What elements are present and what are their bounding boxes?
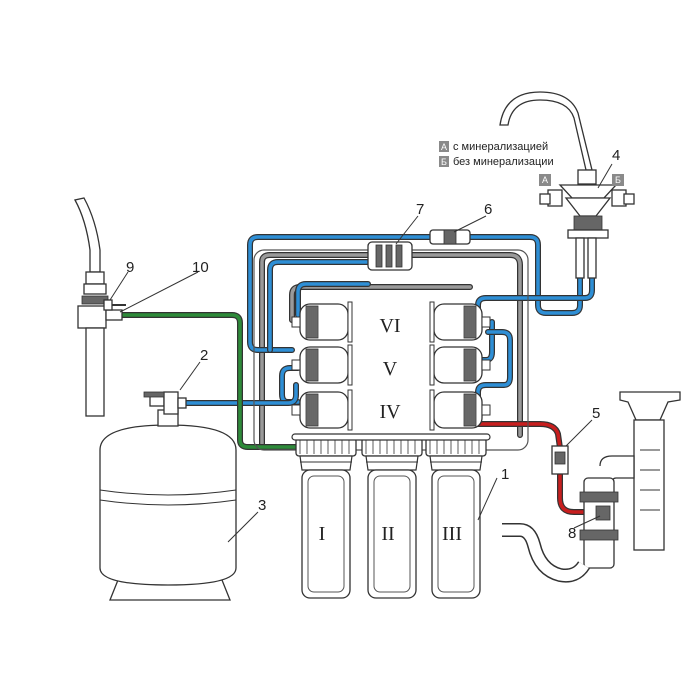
callout-9: 9 — [126, 259, 134, 276]
legend-a-text: с минерализацией — [453, 141, 548, 153]
callouts — [109, 163, 613, 543]
faucet-handle-b-icon[interactable] — [623, 193, 635, 205]
check-valve — [429, 229, 471, 245]
callout-4: 4 — [612, 147, 620, 164]
sink-siphon — [502, 391, 681, 583]
cartridge-v-left — [291, 346, 349, 384]
legend-a-mark: А — [441, 142, 447, 152]
storage-tank — [99, 391, 237, 601]
faucet-mark-a: А — [542, 175, 548, 185]
cartridge-v-right — [433, 346, 491, 384]
upper-cartridges — [291, 301, 491, 431]
stage-label-vi: VI — [379, 315, 400, 337]
supply-pipe — [74, 197, 123, 417]
stage-label-iv: IV — [379, 401, 401, 423]
legend: А с минерализацией Б без минерализации — [439, 141, 554, 168]
callout-6: 6 — [484, 201, 492, 218]
callout-1: 1 — [501, 466, 509, 483]
faucet-handle-a-icon[interactable] — [539, 193, 551, 205]
cartridge-iv-right — [433, 391, 491, 429]
housing-ii — [361, 437, 423, 599]
drain-saddle — [595, 505, 611, 521]
cartridge-iv-left — [291, 391, 349, 429]
legend-a-box — [439, 141, 449, 152]
callout-2: 2 — [200, 347, 208, 364]
flow-restrictor — [367, 241, 413, 271]
faucet-marks: А Б — [539, 174, 624, 186]
callout-10: 10 — [192, 259, 209, 276]
stage-label-i: I — [319, 523, 326, 545]
red-tube — [475, 421, 591, 515]
cartridge-vi-left — [291, 303, 349, 341]
green-tube — [117, 312, 303, 450]
feed-valve-icon[interactable] — [103, 299, 126, 311]
legend-b-box — [439, 156, 449, 167]
stage-label-ii: II — [381, 523, 394, 545]
legend-b-mark: Б — [441, 157, 447, 167]
flush-valve — [551, 445, 569, 475]
tank-valve-icon[interactable] — [143, 391, 165, 398]
faucet-mark-b: Б — [615, 175, 621, 185]
housing-iii — [425, 437, 487, 599]
callout-5: 5 — [592, 405, 600, 422]
housing-i — [295, 437, 357, 599]
stage-label-v: V — [383, 358, 398, 380]
cartridge-vi-right — [433, 303, 491, 341]
callout-8: 8 — [568, 525, 576, 542]
faucet — [499, 91, 627, 279]
callout-7: 7 — [416, 201, 424, 218]
lower-housings — [291, 433, 491, 599]
callout-3: 3 — [258, 497, 266, 514]
stage-label-iii: III — [442, 523, 462, 545]
legend-b-text: без минерализации — [453, 156, 554, 168]
